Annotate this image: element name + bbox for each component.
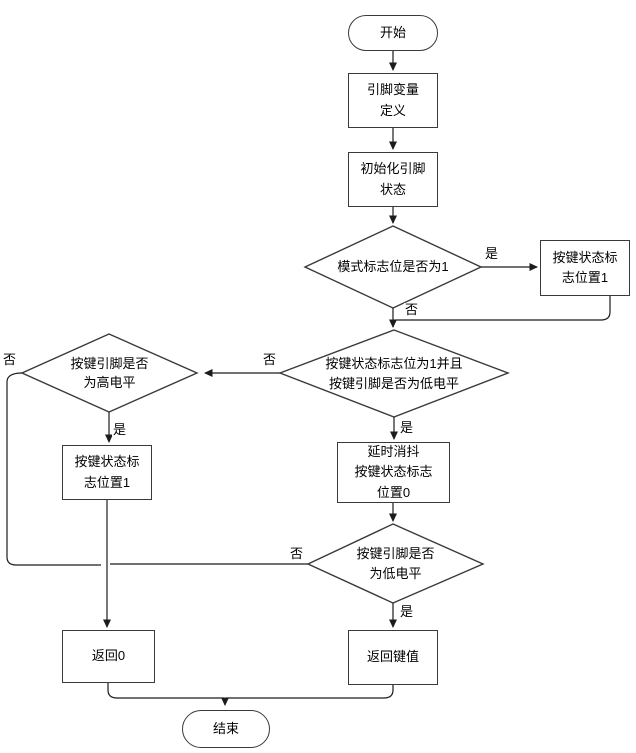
branch-label-mode-yes: 是 [484, 246, 500, 261]
branch-label-low-yes: 是 [399, 604, 415, 619]
node-set-flag-release: 按键状态标 志位置1 [62, 445, 152, 500]
branch-label-high-yes: 是 [112, 422, 128, 437]
edge-setflag-return [395, 296, 611, 321]
branch-label-state-yes: 是 [399, 420, 415, 435]
decision-mode-check [303, 225, 483, 309]
node-pin-define: 引脚变量 定义 [348, 73, 438, 128]
branch-label-mode-no: 否 [404, 302, 420, 317]
edge-returnkey-to-end [226, 685, 394, 699]
node-debounce: 延时消抖 按键状态标志 位置0 [337, 442, 450, 503]
branch-label-low-no: 否 [289, 546, 305, 561]
edge-return0-to-end [107, 683, 224, 699]
node-return-key: 返回键值 [348, 630, 438, 685]
branch-label-high-no: 否 [2, 352, 18, 367]
decision-high-check [20, 333, 199, 413]
branch-label-state-no: 否 [262, 352, 278, 367]
node-end: 结束 [182, 710, 270, 748]
node-return-zero: 返回0 [62, 630, 155, 683]
decision-low-check [306, 523, 485, 604]
node-set-flag-mode: 按键状态标 志位置1 [540, 240, 630, 296]
node-start: 开始 [348, 15, 438, 51]
node-pin-init: 初始化引脚 状态 [348, 152, 438, 207]
edge-high-no-loop [6, 372, 101, 566]
decision-state-low-check [278, 329, 510, 418]
